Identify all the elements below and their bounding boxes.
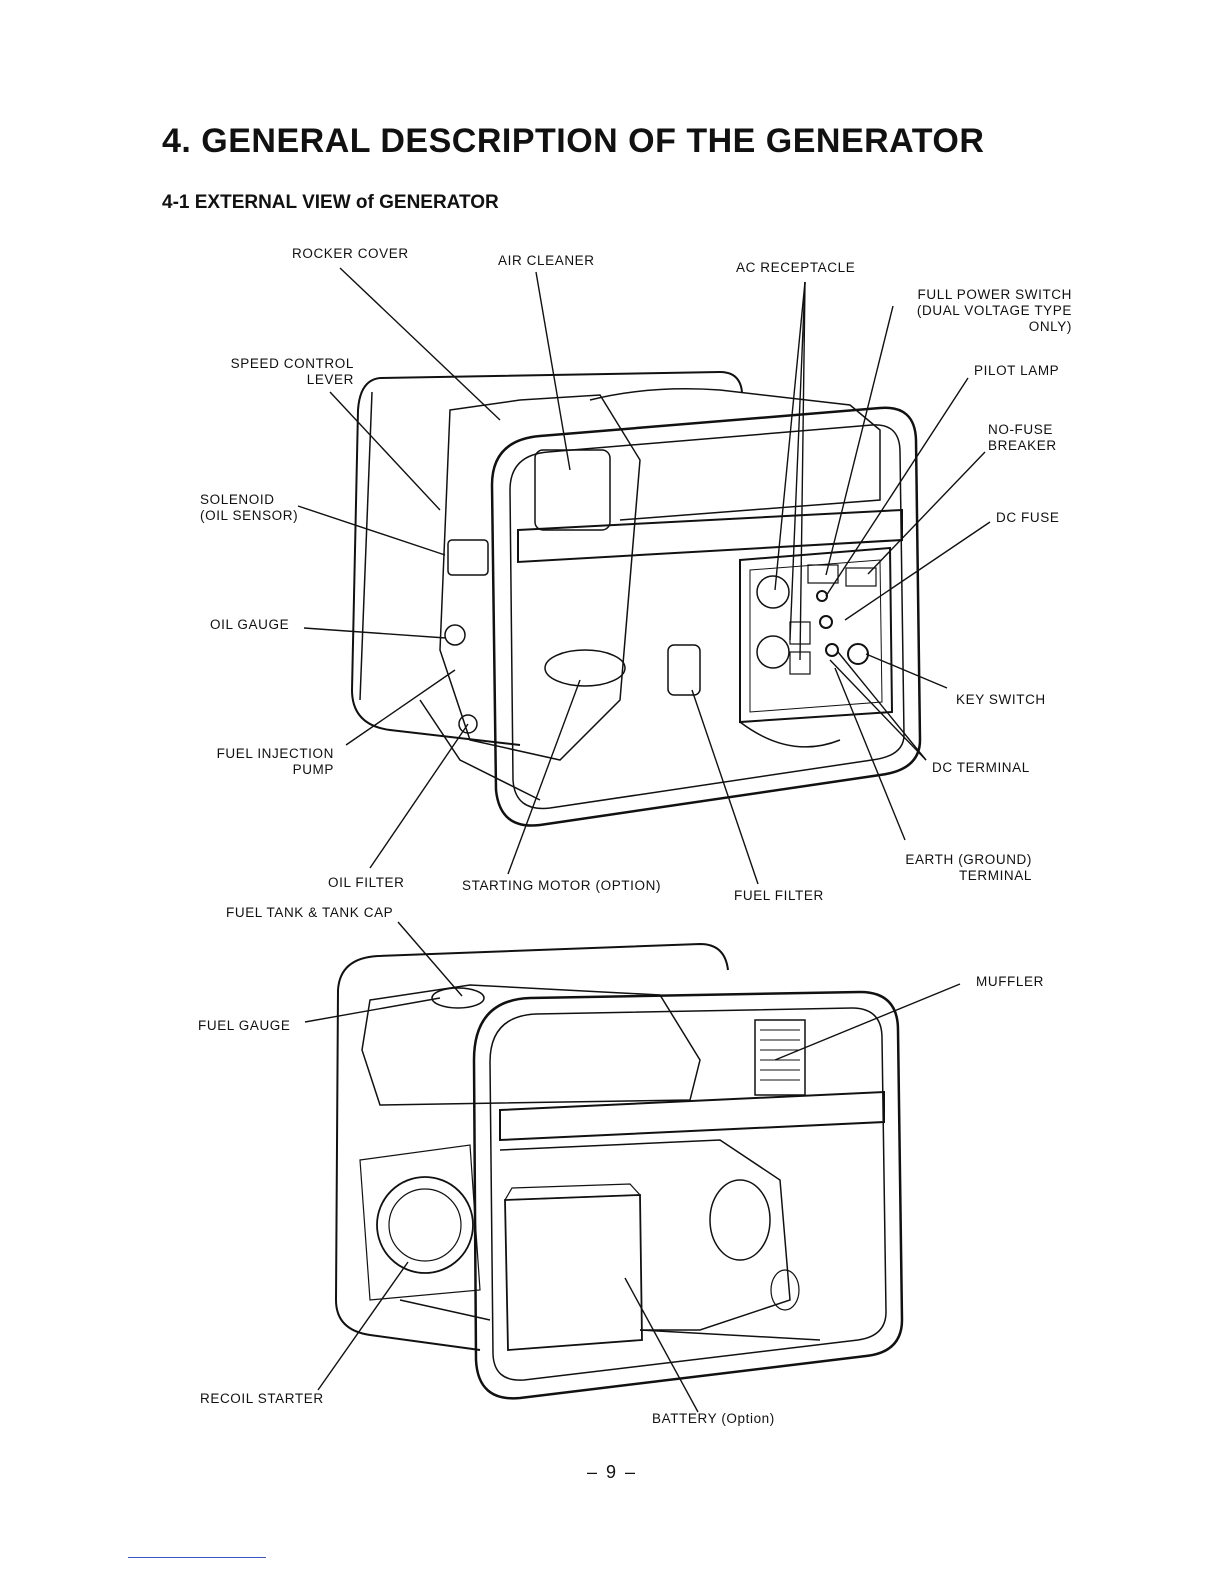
label-battery: BATTERY (Option) [652, 1411, 775, 1426]
label-fuel-injection-pump: FUEL INJECTION PUMP [216, 746, 334, 777]
label-no-fuse-breaker: NO-FUSE BREAKER [988, 422, 1057, 453]
label-dc-fuse: DC FUSE [996, 510, 1060, 525]
label-earth-terminal: EARTH (GROUND) TERMINAL [905, 852, 1032, 883]
page-number: – 9 – [586, 1462, 638, 1482]
label-rocker-cover: ROCKER COVER [292, 246, 409, 261]
label-pilot-lamp: PILOT LAMP [974, 363, 1060, 378]
label-recoil-starter: RECOIL STARTER [200, 1391, 324, 1406]
label-muffler: MUFFLER [976, 974, 1044, 989]
label-solenoid: SOLENOID (OIL SENSOR) [200, 492, 299, 523]
label-fuel-filter: FUEL FILTER [734, 888, 824, 903]
label-oil-filter: OIL FILTER [328, 875, 405, 890]
section-title: 4-1 EXTERNAL VIEW of GENERATOR [162, 192, 499, 213]
label-oil-gauge: OIL GAUGE [210, 617, 290, 632]
label-full-power-switch: FULL POWER SWITCH (DUAL VOLTAGE TYPE ONL… [916, 287, 1072, 334]
label-air-cleaner: AIR CLEANER [498, 253, 595, 268]
page-title: 4. GENERAL DESCRIPTION OF THE GENERATOR [162, 122, 985, 160]
label-fuel-gauge: FUEL GAUGE [198, 1018, 291, 1033]
label-speed-control-lever: SPEED CONTROL LEVER [230, 356, 354, 387]
label-ac-receptacle: AC RECEPTACLE [736, 260, 856, 275]
footnote-rule [128, 1557, 266, 1558]
label-fuel-tank: FUEL TANK & TANK CAP [226, 905, 394, 920]
label-dc-terminal: DC TERMINAL [932, 760, 1030, 775]
label-key-switch: KEY SWITCH [956, 692, 1046, 707]
label-starting-motor: STARTING MOTOR (OPTION) [462, 878, 662, 893]
